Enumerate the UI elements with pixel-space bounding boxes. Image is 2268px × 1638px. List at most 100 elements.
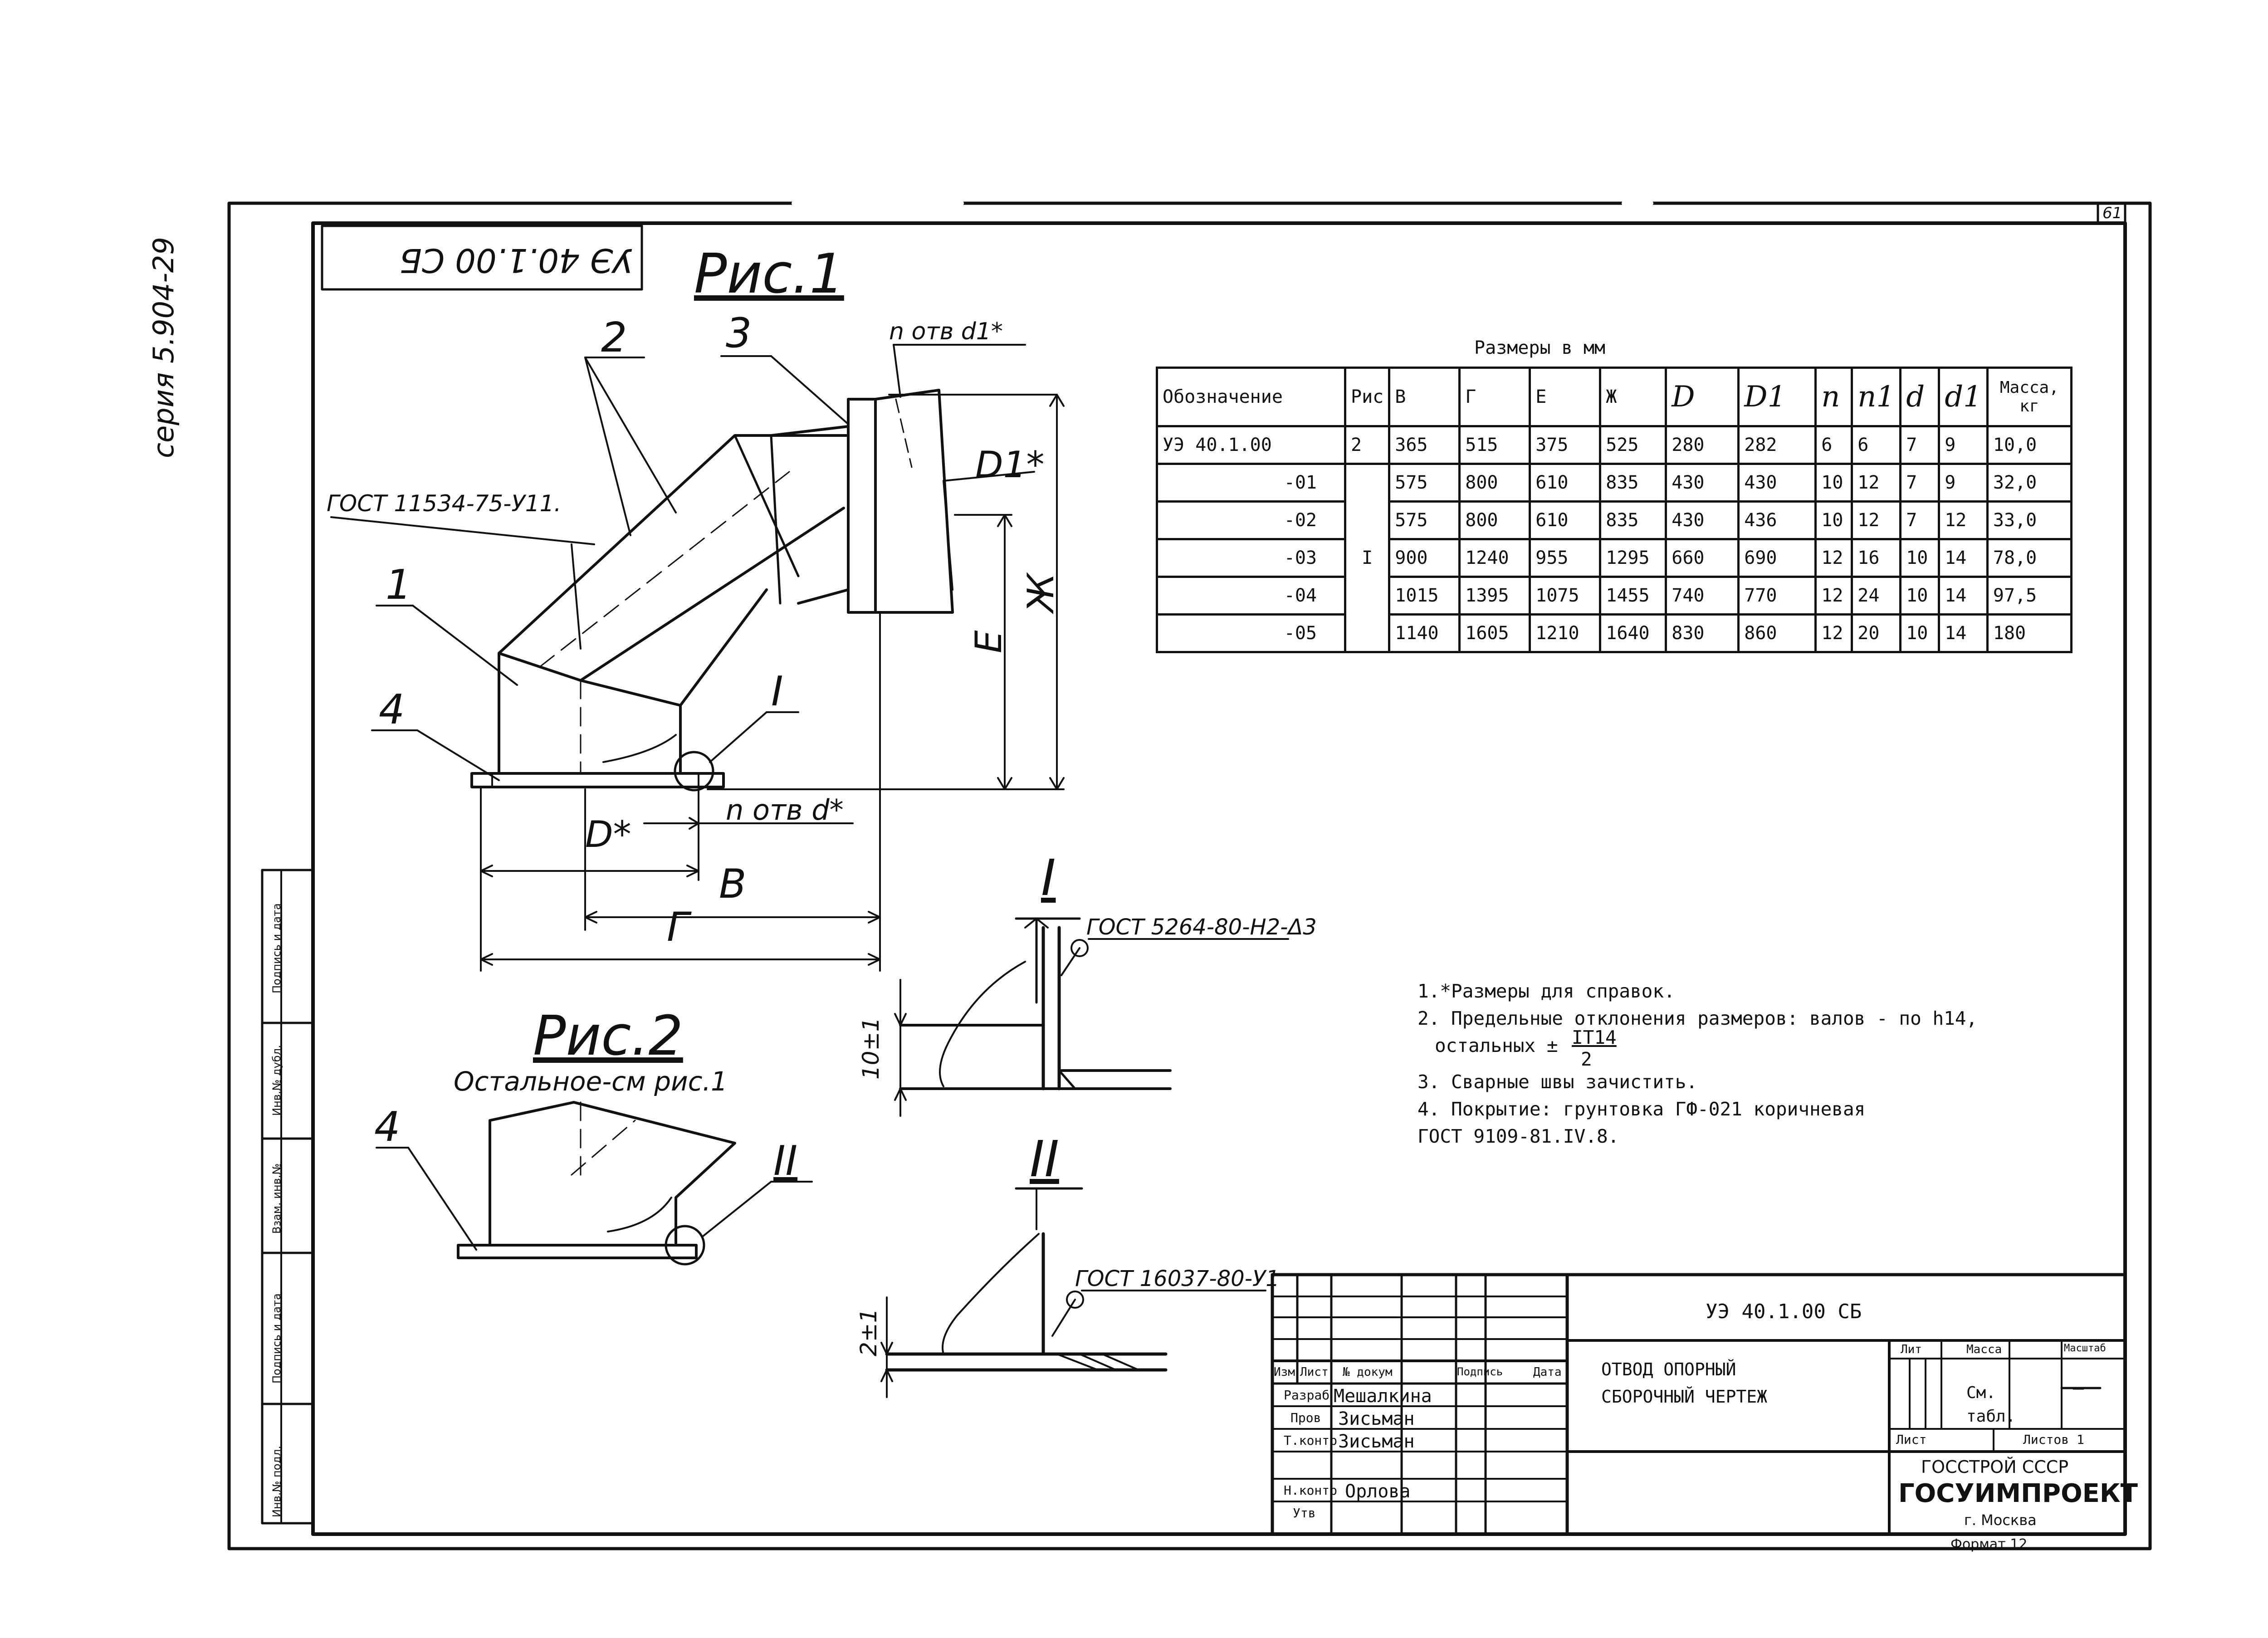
cell: 860 [1737, 613, 1817, 653]
th-n: n [1814, 367, 1853, 427]
side-stamp-1: Подпись и дата [270, 903, 283, 993]
th-fig: Рис [1344, 367, 1391, 427]
hole-label-top: n отв d1* [889, 318, 1003, 345]
cell: 20 [1851, 613, 1902, 653]
cell: 12 [1938, 500, 1989, 540]
cell: 6 [1814, 425, 1853, 465]
cell: 1210 [1529, 613, 1602, 653]
cell: 32,0 [1986, 463, 2072, 503]
side-stamp-3: Взам. инв.№ [270, 1163, 283, 1234]
cell: 800 [1458, 500, 1531, 540]
tb-mass: Масса [1966, 1343, 2002, 1356]
cell: 24 [1851, 576, 1902, 616]
tb-col-date: Дата [1533, 1365, 1562, 1379]
th-B: В [1388, 367, 1461, 427]
tb-role-5: Н.контр [1284, 1483, 1338, 1498]
side-stamp-box [261, 869, 314, 1525]
table-row: -04 1015 1395 1075 1455 740 770 12 24 10… [1156, 576, 2072, 616]
note-2-cont: остальных ± IT14 2 [1418, 1027, 1977, 1070]
cell: 1295 [1599, 538, 1667, 578]
detail-I-circle [674, 751, 714, 792]
cell: 12 [1814, 538, 1853, 578]
cell: 430 [1665, 500, 1740, 540]
page-number: 61 [2102, 204, 2122, 222]
detail-II-title: II [1030, 1130, 1059, 1188]
tb-name-2: СБОРОЧНЫЙ ЧЕРТЕЖ [1601, 1387, 1768, 1407]
page-number-box [2097, 202, 2126, 225]
cell: 280 [1665, 425, 1740, 465]
table-caption: Размеры в мм [1474, 337, 1605, 358]
cell-fig-merged: I [1344, 463, 1391, 653]
cell: 430 [1665, 463, 1740, 503]
callout-1: 1 [386, 561, 412, 609]
tb-org-1: ГОССТРОЙ СССР [1921, 1457, 2069, 1477]
th-G: Г [1458, 367, 1531, 427]
tb-name-1: ОТВОД ОПОРНЫЙ [1601, 1359, 1736, 1379]
th-n1: n1 [1851, 367, 1902, 427]
base-plate-fig2 [457, 1244, 698, 1259]
th-D1: D1 [1737, 367, 1817, 427]
cell: 610 [1529, 463, 1602, 503]
tb-city: г. Москва [1964, 1511, 2037, 1529]
cell: 1605 [1458, 613, 1531, 653]
cell: 1455 [1599, 576, 1667, 616]
detail-I-title: I [1041, 849, 1056, 907]
cell: 12 [1851, 500, 1902, 540]
fig2-title: Рис.2 [533, 1005, 683, 1068]
cell: 770 [1737, 576, 1817, 616]
cell: 690 [1737, 538, 1817, 578]
cell: 2 [1344, 425, 1391, 465]
note-4-cont: ГОСТ 9109-81.IV.8. [1418, 1125, 1619, 1147]
cell: 610 [1529, 500, 1602, 540]
cell: -04 [1156, 576, 1346, 616]
cell: 10 [1814, 463, 1853, 503]
note-2-numerator: IT14 [1572, 1027, 1617, 1048]
tb-org-2: ГОСУИМПРОЕКТ [1898, 1479, 2138, 1508]
tb-designation: УЭ 40.1.00 СБ [1706, 1300, 1862, 1323]
cell: 835 [1599, 463, 1667, 503]
cell: 800 [1458, 463, 1531, 503]
cell: 14 [1938, 613, 1989, 653]
cell: 10 [1899, 613, 1941, 653]
title-block [1271, 1273, 2127, 1536]
table-header-row: Обозначение Рис В Г Е Ж D D1 n n1 d d1 М… [1156, 367, 2072, 427]
tb-col-doc: № докум [1343, 1365, 1393, 1379]
cell: -03 [1156, 538, 1346, 578]
cell: 1075 [1529, 576, 1602, 616]
tb-sheets: Листов 1 [2023, 1432, 2084, 1447]
note-3: 3. Сварные швы зачистить. [1418, 1071, 1698, 1093]
dimensions-table: Обозначение Рис В Г Е Ж D D1 n n1 d d1 М… [1156, 367, 2072, 653]
tb-role-3: Т.контр [1284, 1433, 1338, 1448]
cell: 78,0 [1986, 538, 2072, 578]
dim-G: Г [667, 904, 689, 950]
tb-col-sign: Подпись [1457, 1365, 1503, 1378]
cell: 1395 [1458, 576, 1531, 616]
cell: 830 [1665, 613, 1740, 653]
tb-col-izm: Изм [1274, 1365, 1295, 1379]
tb-role-6: Утв [1293, 1506, 1316, 1521]
note-2-prefix: остальных ± [1435, 1035, 1558, 1056]
tb-name-ncontr: Орлова [1345, 1481, 1411, 1502]
dim-2: 2±1 [855, 1308, 882, 1356]
notes-block: 1.*Размеры для справок. 2. Предельные от… [1418, 978, 1977, 1150]
callout-3: 3 [726, 309, 752, 357]
th-mass: Масса, кг [1986, 367, 2072, 427]
cell: 7 [1899, 463, 1941, 503]
side-stamp-4: Подпись и дата [270, 1293, 283, 1384]
callout-4-fig1: 4 [379, 686, 405, 733]
cell: 1640 [1599, 613, 1667, 653]
cell: 10,0 [1986, 425, 2072, 465]
gost-detail-II: ГОСТ 16037-80-У1 [1075, 1266, 1280, 1291]
callout-II: II [773, 1137, 798, 1185]
callout-2: 2 [601, 314, 627, 362]
side-stamp-5: Инв.№ подл. [270, 1446, 283, 1517]
dim-B: В [719, 861, 747, 907]
note-4: 4. Покрытие: грунтовка ГФ-021 коричневая [1418, 1098, 1866, 1120]
cell: 955 [1529, 538, 1602, 578]
cell: 16 [1851, 538, 1902, 578]
series-label: серия 5.904-29 [147, 237, 180, 458]
hole-label-bottom: n отв d* [726, 793, 844, 826]
tb-name-tcontr: Зисьман [1338, 1431, 1415, 1452]
cell: 97,5 [1986, 576, 2072, 616]
dim-D: D* [585, 813, 631, 856]
